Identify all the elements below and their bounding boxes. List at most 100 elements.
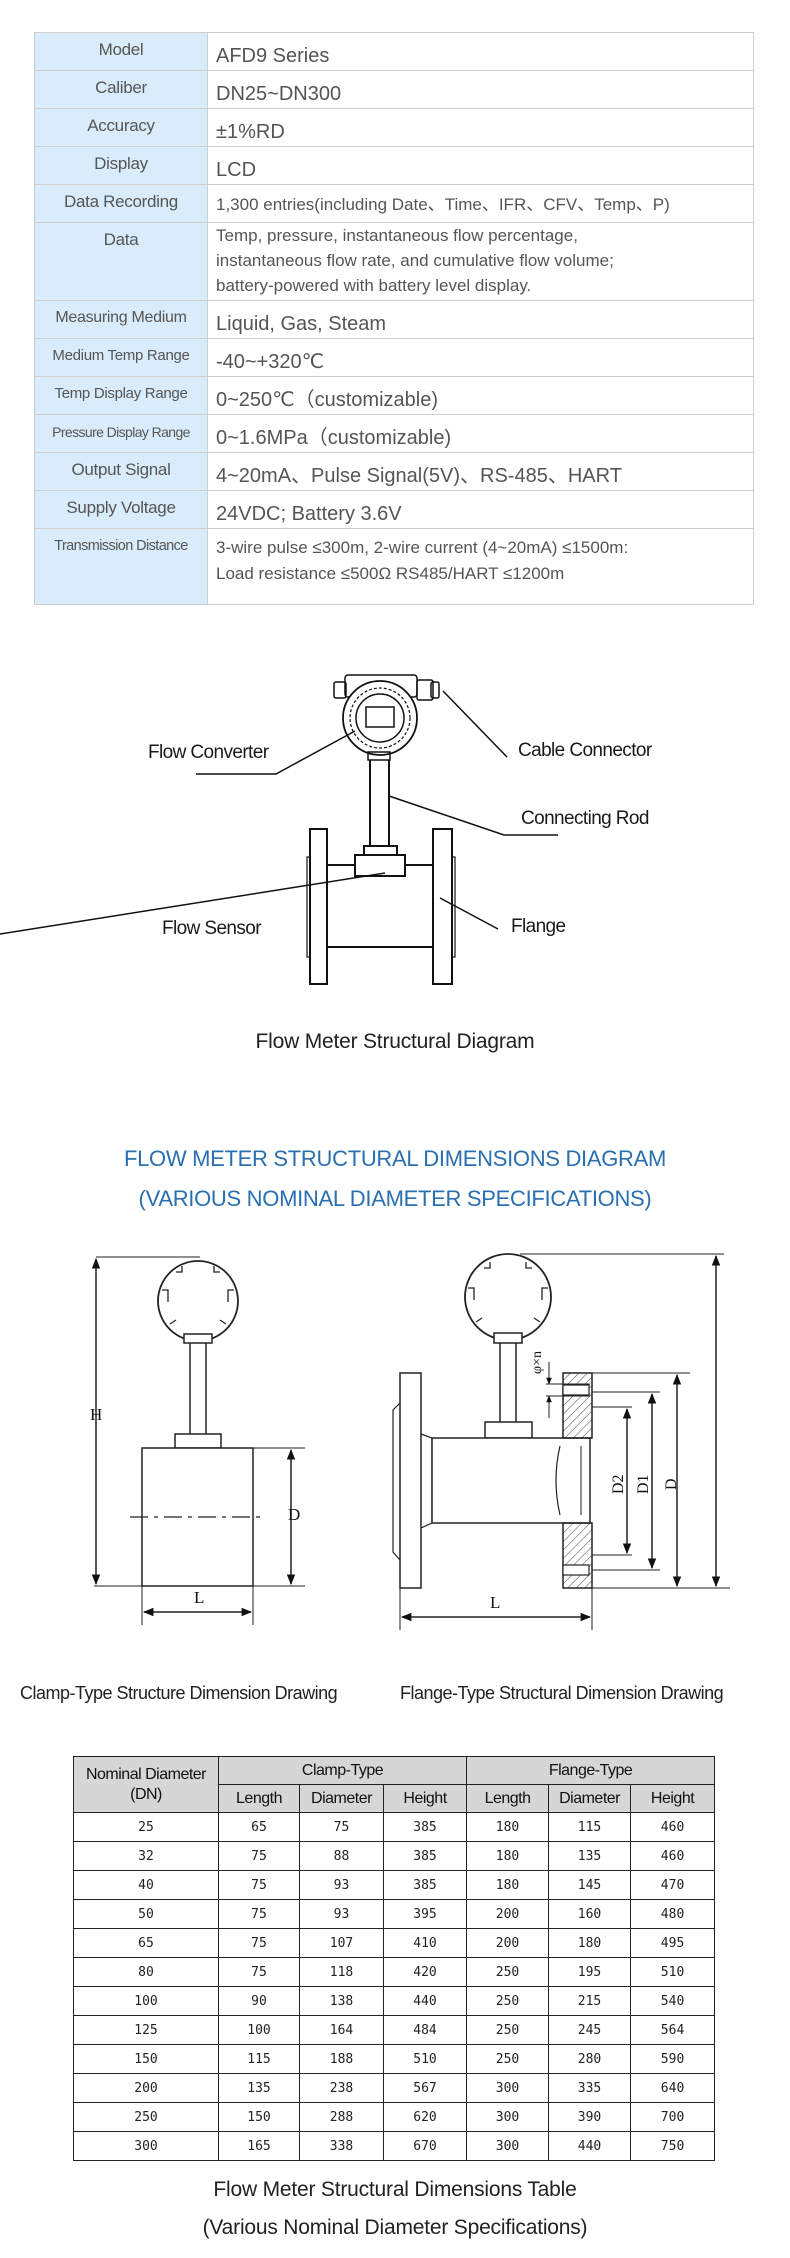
spec-value: AFD9 Series: [207, 32, 754, 71]
table-cell: 150: [73, 2044, 219, 2074]
clamp-dim-h: H: [90, 1405, 103, 1424]
spec-label: Measuring Medium: [34, 300, 208, 339]
spec-value: Temp, pressure, instantaneous flow perce…: [207, 222, 754, 301]
label-cable-connector: Cable Connector: [518, 740, 652, 761]
spec-row-data-recording: Data Recording 1,300 entries(including D…: [34, 184, 754, 223]
table-cell: 180: [466, 1870, 550, 1900]
flange-dim-d1: D1: [635, 1474, 652, 1494]
table-cell: 195: [548, 1957, 632, 1987]
table-cell: 385: [382, 1870, 468, 1900]
table-cell: 564: [630, 2015, 716, 2045]
table-cell: 470: [630, 1870, 716, 1900]
table-cell: 670: [382, 2131, 468, 2161]
spec-row-transmission-distance: Transmission Distance 3-wire pulse ≤300m…: [34, 528, 754, 605]
flow-meter-structure-diagram: [0, 674, 558, 985]
table-cell: 65: [218, 1812, 300, 1842]
spec-value-line: instantaneous flow rate, and cumulative …: [216, 251, 614, 270]
table-cell: 640: [630, 2073, 716, 2103]
table-cell: 700: [630, 2102, 716, 2132]
spec-row-caliber: Caliber DN25~DN300: [34, 70, 754, 109]
leader-lines: [0, 690, 558, 935]
pipe-body-drawing: [327, 864, 433, 948]
clamp-type-drawing: [91, 1256, 305, 1625]
table-cell: 165: [218, 2131, 300, 2161]
spec-row-temp-display-range: Temp Display Range 0~250℃（customizable): [34, 376, 754, 415]
flange-type-drawing: [392, 1253, 730, 1630]
table-cell: 135: [548, 1841, 632, 1871]
table-cell: 118: [299, 1957, 384, 1987]
table-cell: 300: [466, 2131, 550, 2161]
table-cell: 238: [299, 2073, 384, 2103]
table-cell: 540: [630, 1986, 716, 2016]
spec-label: Supply Voltage: [34, 490, 208, 529]
spec-label: Medium Temp Range: [34, 338, 208, 377]
table-cell: 410: [382, 1928, 468, 1958]
table-cell: 80: [73, 1957, 219, 1987]
spec-label: Caliber: [34, 70, 208, 109]
specifications-table: Model AFD9 Series Caliber DN25~DN300 Acc…: [34, 32, 754, 605]
spec-row-model: Model AFD9 Series: [34, 32, 754, 71]
table-cell: 420: [382, 1957, 468, 1987]
table-cell: 300: [466, 2073, 550, 2103]
table-cell: 180: [466, 1841, 550, 1871]
table-cell: 115: [218, 2044, 300, 2074]
table-cell: 280: [548, 2044, 632, 2074]
spec-row-data: Data Temp, pressure, instantaneous flow …: [34, 222, 754, 301]
table-cell: 135: [218, 2073, 300, 2103]
dimensions-title-line2: (VARIOUS NOMINAL DIAMETER SPECIFICATIONS…: [138, 1186, 652, 1211]
spec-row-display: Display LCD: [34, 146, 754, 185]
clamp-dim-d: D: [288, 1505, 301, 1524]
table-cell: 75: [218, 1841, 300, 1871]
spec-label: Transmission Distance: [34, 528, 208, 605]
spec-label: Display: [34, 146, 208, 185]
structure-diagram-caption: Flow Meter Structural Diagram: [255, 1030, 535, 1053]
table-cell: 145: [548, 1870, 632, 1900]
table-cell: 90: [218, 1986, 300, 2016]
spec-label: Output Signal: [34, 452, 208, 491]
table-cell: 215: [548, 1986, 632, 2016]
table-cell: 440: [548, 2131, 632, 2161]
table-cell: 32: [73, 1841, 219, 1871]
table-cell: 480: [630, 1899, 716, 1929]
table-cell: 250: [466, 1957, 550, 1987]
table-cell: 160: [548, 1899, 632, 1929]
header-nominal-diameter-line2: (DN): [130, 1785, 162, 1803]
table-cell: 385: [382, 1841, 468, 1871]
spec-value-line: 3-wire pulse ≤300m, 2-wire current (4~20…: [216, 538, 629, 557]
spec-label: Temp Display Range: [34, 376, 208, 415]
dimensions-table-caption-line2: (Various Nominal Diameter Specifications…: [202, 2216, 588, 2239]
table-cell: 100: [73, 1986, 219, 2016]
table-cell: 335: [548, 2073, 632, 2103]
table-cell: 75: [218, 1928, 300, 1958]
spec-label: Model: [34, 32, 208, 71]
spec-label: Accuracy: [34, 108, 208, 147]
table-cell: 338: [299, 2131, 384, 2161]
dimension-drawings: [91, 1253, 730, 1630]
table-cell: 40: [73, 1870, 219, 1900]
flange-dim-d2: D2: [610, 1474, 627, 1494]
table-cell: 590: [630, 2044, 716, 2074]
label-flow-sensor: Flow Sensor: [162, 918, 262, 939]
header-nominal-diameter-line1: Nominal Diameter: [85, 1765, 207, 1783]
spec-value: LCD: [207, 146, 754, 185]
table-cell: 440: [382, 1986, 468, 2016]
spec-value: -40~+320℃: [207, 338, 754, 377]
header-flange-type: Flange-Type: [466, 1756, 716, 1785]
table-cell: 200: [466, 1928, 550, 1958]
flow-converter-drawing: [333, 674, 440, 761]
table-cell: 150: [218, 2102, 300, 2132]
spec-row-accuracy: Accuracy ±1%RD: [34, 108, 754, 147]
table-cell: 115: [548, 1812, 632, 1842]
header-flange-height: Height: [630, 1784, 716, 1813]
flange-dim-l: L: [490, 1593, 501, 1612]
table-cell: 180: [548, 1928, 632, 1958]
clamp-dim-l: L: [194, 1588, 205, 1607]
table-cell: 138: [299, 1986, 384, 2016]
table-cell: 395: [382, 1899, 468, 1929]
spec-value: 24VDC; Battery 3.6V: [207, 490, 754, 529]
